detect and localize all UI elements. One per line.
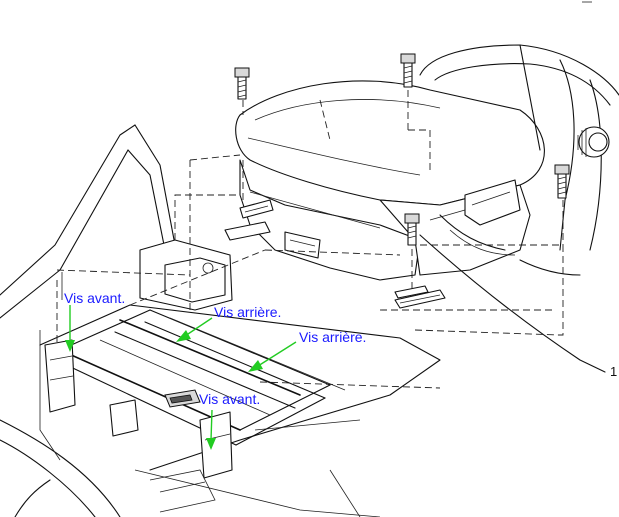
screw-bolt-icon [554,164,570,175]
bolt-rear-right [400,53,416,88]
label-vis-avant-left: Vis avant. [64,290,125,306]
car-body-left [0,124,176,517]
bolt-front-right [554,164,570,199]
screw-bolt-icon [404,213,420,224]
seat-cushion [235,80,545,281]
label-vis-avant-bottom: Vis avant. [199,391,260,407]
seat-back [419,44,619,276]
screw-bolt-icon [234,67,250,78]
arrow-vis-avant-left [65,305,75,352]
arrow-vis-avant-bottom [206,409,216,450]
seat-runners [224,199,446,309]
alignment-lines [56,90,564,345]
label-vis-arriere-right: Vis arrière. [299,329,366,345]
callout-number: 1 [610,364,617,379]
bolt-front-middle [404,213,420,246]
label-vis-arriere-upper: Vis arrière. [214,304,281,320]
arrow-vis-arriere-right [248,341,297,372]
callout-1: 1 [419,234,617,379]
bolt-rear-left [234,67,250,100]
screw-bolt-icon [400,53,416,64]
arrow-vis-arriere-upper [176,317,213,342]
